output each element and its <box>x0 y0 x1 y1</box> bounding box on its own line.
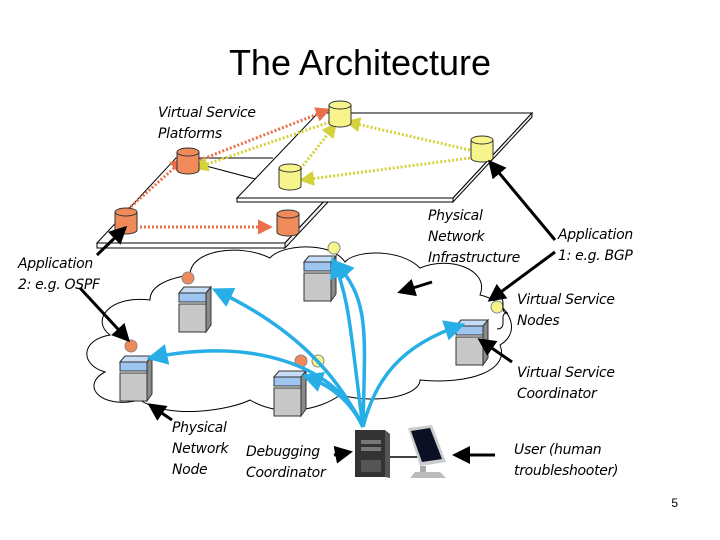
virtual-platform-cylinder-icon <box>278 163 302 191</box>
pointer-arrow <box>95 225 128 257</box>
platform-link-arrow <box>345 117 471 152</box>
physical-network-node-server-icon <box>177 285 213 334</box>
physical-network-node-server-icon <box>454 318 490 367</box>
platform-link-arrow <box>296 122 337 173</box>
physical-network-node-server-icon <box>272 369 308 418</box>
virtual-platform-cylinder-icon <box>176 147 200 175</box>
platform-link-arrow <box>199 107 331 162</box>
virtual-service-node-icon <box>181 271 195 285</box>
pointer-arrow <box>477 338 513 364</box>
virtual-platform-cylinder-icon <box>276 209 300 237</box>
pointer-arrow <box>78 286 131 343</box>
virtual-service-node-icon <box>124 339 138 353</box>
page-number: 5 <box>671 496 678 510</box>
slide-title: The Architecture <box>228 42 492 83</box>
virtual-platform-cylinder-icon <box>114 207 138 235</box>
debugging-coordinator-server-icon[interactable] <box>355 430 418 478</box>
virtual-service-node-icon <box>327 241 341 255</box>
pointer-arrow <box>333 445 353 464</box>
pointer-arrow <box>147 403 173 422</box>
virtual-platform-cylinder-icon <box>470 135 494 163</box>
control-arrow <box>332 259 367 428</box>
control-arrow <box>301 372 365 428</box>
platform-link-arrow <box>299 156 471 186</box>
platform-link-arrow <box>123 157 186 214</box>
virtual-service-node-icon <box>490 300 504 314</box>
physical-network-node-server-icon <box>118 354 154 403</box>
pointer-arrow <box>488 159 557 241</box>
user-monitor-icon[interactable] <box>408 425 446 478</box>
physical-network-node-server-icon <box>302 254 338 303</box>
virtual-platform-cylinder-icon <box>328 100 352 128</box>
pointer-arrow <box>397 278 433 297</box>
nodes-bracket <box>496 296 509 330</box>
pointer-arrow <box>487 250 556 302</box>
control-arrow <box>361 320 466 428</box>
